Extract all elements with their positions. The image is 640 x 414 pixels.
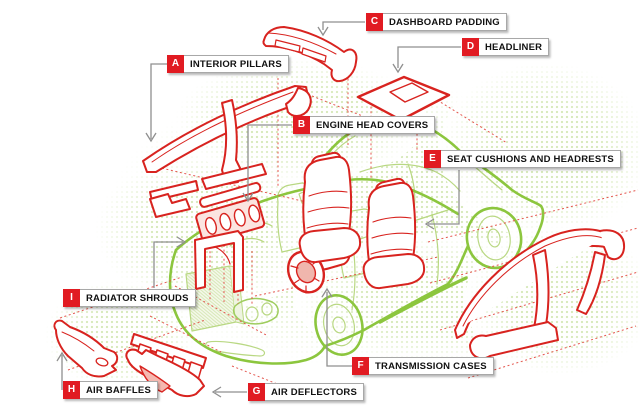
- callout-key-badge: C: [366, 13, 383, 31]
- callout-key-badge: F: [352, 357, 369, 375]
- callout-label: SEAT CUSHIONS AND HEADRESTS: [441, 150, 621, 168]
- callout-key-badge: D: [462, 38, 479, 56]
- callout-label: INTERIOR PILLARS: [184, 55, 289, 73]
- callout-key-badge: B: [293, 116, 310, 134]
- exploded-parts: [53, 26, 626, 398]
- callout-key-badge: E: [424, 150, 441, 168]
- callout-air-deflectors: G AIR DEFLECTORS: [248, 383, 365, 401]
- callout-key-badge: I: [63, 289, 80, 307]
- callout-label: ENGINE HEAD COVERS: [310, 116, 436, 134]
- part-dashboard-padding: [262, 26, 358, 83]
- callout-leader-lines: [56, 21, 461, 398]
- part-air-deflectors: [125, 333, 207, 398]
- part-interior-pillars-left: [142, 85, 312, 218]
- callout-label: AIR DEFLECTORS: [265, 383, 365, 401]
- callout-engine-head-covers: B ENGINE HEAD COVERS: [293, 116, 436, 134]
- callout-label: RADIATOR SHROUDS: [80, 289, 196, 307]
- part-radiator-shrouds: [194, 230, 244, 293]
- part-seat-front: [298, 151, 362, 264]
- callout-label: DASHBOARD PADDING: [383, 13, 507, 31]
- callout-label: AIR BAFFLES: [80, 381, 159, 399]
- callout-key-badge: A: [167, 55, 184, 73]
- callout-radiator-shrouds: I RADIATOR SHROUDS: [63, 289, 196, 307]
- callout-label: HEADLINER: [479, 38, 550, 56]
- part-air-baffles: [53, 319, 119, 378]
- part-headliner: [356, 75, 451, 122]
- callout-headliner: D HEADLINER: [462, 38, 550, 56]
- callout-key-badge: H: [63, 381, 80, 399]
- callout-seat-cushions: E SEAT CUSHIONS AND HEADRESTS: [424, 150, 621, 168]
- callout-transmission-cases: F TRANSMISSION CASES: [352, 357, 494, 375]
- callout-air-baffles: H AIR BAFFLES: [63, 381, 159, 399]
- callout-key-badge: G: [248, 383, 265, 401]
- callout-dashboard-padding: C DASHBOARD PADDING: [366, 13, 507, 31]
- part-seat-rear: [362, 177, 426, 290]
- callout-interior-pillars: A INTERIOR PILLARS: [167, 55, 289, 73]
- callout-label: TRANSMISSION CASES: [369, 357, 494, 375]
- part-interior-pillars-right: [454, 228, 626, 360]
